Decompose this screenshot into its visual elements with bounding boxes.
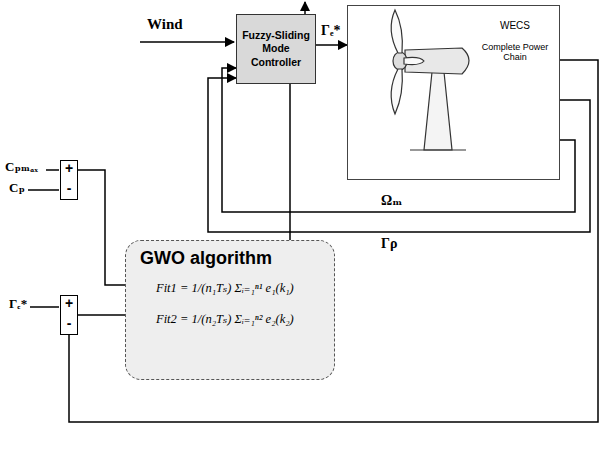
controller-box: Fuzzy-Sliding Mode Controller — [236, 14, 316, 84]
signal-connector — [222, 68, 575, 212]
input-label: Wind — [146, 16, 184, 33]
algorithm-block: GWO algorithmFit1 = 1/(n₁Tₛ) Σᵢ₌₁ⁿ¹ e₁(k… — [125, 240, 335, 380]
summing-junction: +- — [60, 160, 78, 200]
signal-label: Γₑ* — [320, 23, 342, 38]
wecs-box: WECS Complete Power Chain — [347, 5, 560, 180]
output-arrow — [304, 2, 306, 14]
signal-label: Cₚₘₐₓ — [4, 160, 39, 174]
signal-label: Γₑ* — [8, 297, 28, 311]
node-title: + — [65, 296, 73, 310]
node-text: Fit1 = 1/(n₁Tₛ) Σᵢ₌₁ⁿ¹ e₁(k₁) — [156, 280, 328, 296]
signal-connector — [208, 78, 590, 232]
signal-connector — [78, 314, 125, 316]
input-line — [30, 306, 59, 308]
summing-junction: +- — [60, 295, 78, 335]
wind-turbine — [391, 10, 469, 150]
signal-connector — [289, 84, 291, 240]
text-holder: WECS Complete Power Chain — [477, 20, 553, 62]
signal-label: Γρ — [380, 236, 398, 251]
node-text: - — [67, 181, 72, 195]
node-text: - — [67, 316, 72, 330]
node-text: Complete Power Chain — [477, 42, 553, 63]
signal-label: Ωₘ — [380, 193, 403, 208]
input-line — [28, 189, 59, 191]
node-title: + — [65, 161, 73, 175]
signal-label: Cₚ — [8, 181, 26, 195]
input-line — [46, 169, 59, 171]
signal-connector — [78, 170, 125, 285]
signal-connector — [316, 44, 347, 46]
wind-arrow — [140, 41, 234, 43]
signal-connector — [69, 60, 598, 422]
node-title: GWO algorithm — [140, 247, 328, 270]
node-title: WECS — [477, 20, 553, 32]
node-title: Fuzzy-Sliding Mode Controller — [240, 29, 312, 68]
node-text: Fit2 = 1/(n₂Tₛ) Σᵢ₌₁ⁿ² e₂(k₂) — [156, 311, 328, 327]
